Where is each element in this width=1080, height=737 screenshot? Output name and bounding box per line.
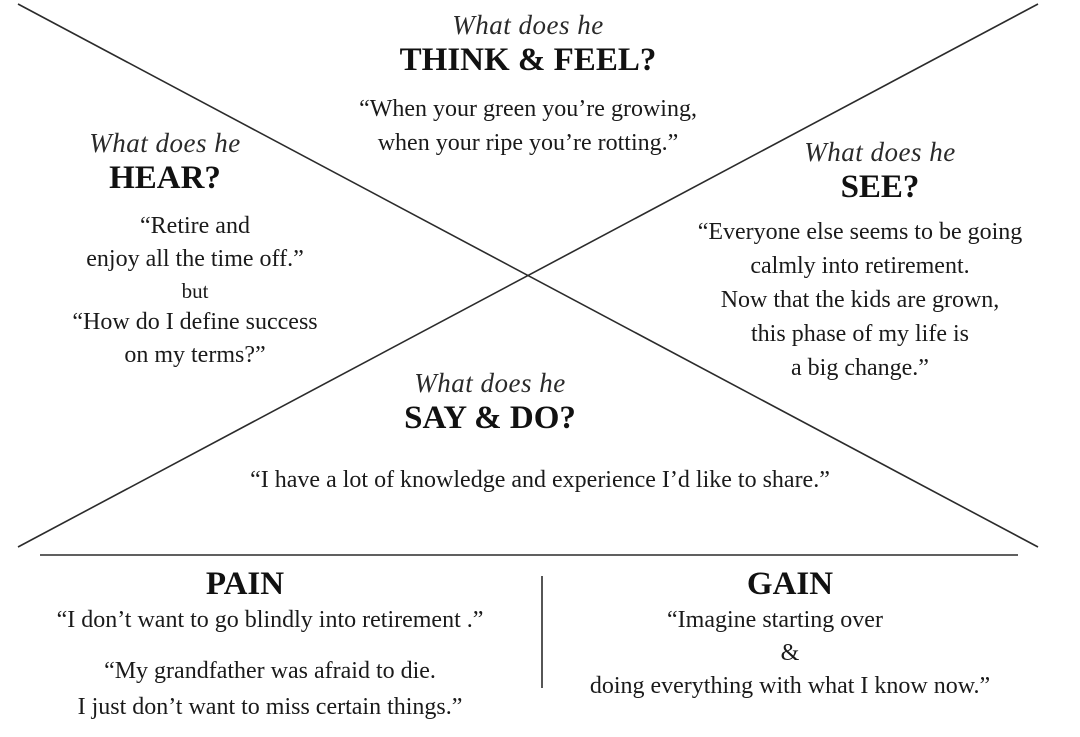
pain-section: PAIN “I don’t want to go blindly into re… (10, 564, 530, 725)
hear-quote-line: enjoy all the time off.” (86, 246, 304, 272)
say-do-section: What does he SAY & DO? “I have a lot of … (140, 368, 940, 497)
pain-heading: PAIN (205, 566, 285, 602)
see-quote-line: Now that the kids are grown, (720, 287, 1000, 313)
hear-title-group: What does he HEAR? (0, 128, 370, 198)
hear-connector: but (181, 279, 209, 303)
think-feel-heading: THINK & FEEL? (399, 42, 657, 78)
pain-quote-line: “My grandfather was afraid to die. (104, 658, 436, 684)
see-prompt: What does he (804, 137, 956, 167)
see-title-group: What does he SEE? (700, 137, 1060, 207)
hear-prompt: What does he (89, 128, 241, 158)
see-quote-line: “Everyone else seems to be going (697, 219, 1023, 245)
see-quote: “Everyone else seems to be going calmly … (660, 215, 1060, 385)
say-do-quote: “I have a lot of knowledge and experienc… (250, 467, 830, 493)
say-do-title-group: What does he SAY & DO? (40, 368, 940, 438)
see-quote-line: this phase of my life is (751, 321, 969, 347)
gain-quote-line: doing everything with what I know now.” (589, 673, 991, 699)
hear-quote-line: “How do I define success (72, 309, 318, 335)
see-quote-line: calmly into retirement. (750, 253, 970, 279)
hear-section: What does he HEAR? “Retire and enjoy all… (20, 128, 370, 372)
gain-quote-line: & (780, 640, 800, 666)
think-feel-quote: “When your green you’re growing, when yo… (318, 92, 738, 160)
think-feel-prompt: What does he (452, 10, 604, 40)
pain-quote: “I don’t want to go blindly into retirem… (56, 607, 484, 633)
gain-heading: GAIN (746, 566, 834, 602)
gain-quote-line: “Imagine starting over (667, 607, 883, 633)
say-do-heading: SAY & DO? (404, 400, 576, 436)
think-feel-quote-line: when your ripe you’re rotting.” (377, 130, 679, 156)
think-feel-quote-line: “When your green you’re growing, (359, 96, 697, 122)
hear-quote-line: on my terms?” (124, 342, 266, 368)
gain-quote: “Imagine starting over & doing everythin… (555, 604, 1025, 703)
say-do-prompt: What does he (414, 368, 566, 398)
see-quote-line: a big change.” (791, 355, 929, 381)
hear-heading: HEAR? (109, 160, 221, 196)
see-heading: SEE? (840, 169, 920, 205)
think-feel-section: What does he THINK & FEEL? “When your gr… (318, 10, 738, 160)
hear-quote: “Retire and enjoy all the time off.” (20, 210, 370, 276)
gain-section: GAIN “Imagine starting over & doing ever… (555, 564, 1025, 703)
hear-quote: “How do I define success on my terms?” (20, 306, 370, 372)
hear-quote-line: “Retire and (140, 213, 250, 239)
see-section: What does he SEE? “Everyone else seems t… (660, 137, 1060, 385)
pain-quote-line: I just don’t want to miss certain things… (77, 694, 463, 720)
pain-quote: “My grandfather was afraid to die. I jus… (10, 653, 530, 725)
diagonal-line-right-to-left (17, 3, 1039, 548)
